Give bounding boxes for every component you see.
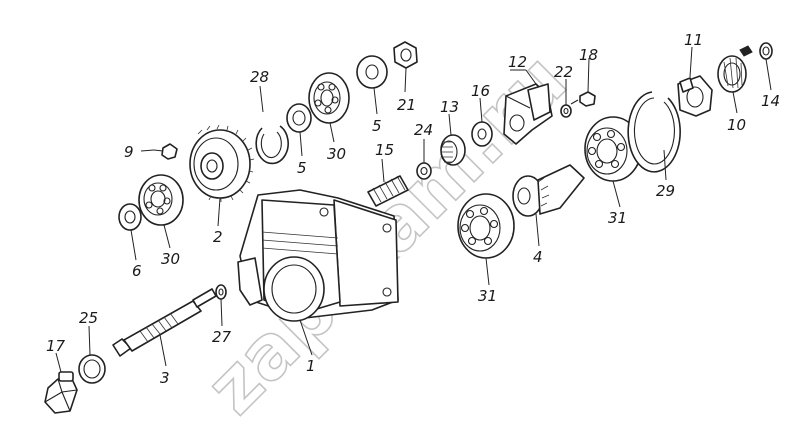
callout-30-lower: 30 xyxy=(161,250,180,268)
part-17-hex-plug xyxy=(44,371,78,414)
part-5-washer-lower xyxy=(286,103,312,133)
part-22-washer xyxy=(560,104,572,118)
callout-27: 27 xyxy=(212,328,232,346)
callout-15: 15 xyxy=(375,141,394,159)
part-21-nut xyxy=(393,41,418,69)
callout-12: 12 xyxy=(508,53,527,71)
part-6-washer xyxy=(118,203,142,231)
callout-5-upper: 5 xyxy=(372,117,382,135)
callout-13: 13 xyxy=(440,98,459,116)
callout-18: 18 xyxy=(579,46,598,64)
callout-30-upper: 30 xyxy=(327,145,346,163)
callout-10: 10 xyxy=(727,116,746,134)
callout-labels: 28 21 5 5 30 9 2 6 30 15 24 13 16 12 22 … xyxy=(46,31,780,387)
part-3-shaft xyxy=(112,288,217,357)
part-25-washer xyxy=(78,354,106,384)
part-29-snap-ring xyxy=(627,91,681,173)
callout-1: 1 xyxy=(306,357,316,375)
part-11-coupling xyxy=(677,75,713,117)
part-31-bearing-upper xyxy=(584,116,642,182)
part-27-ring xyxy=(215,284,227,300)
part-30-bearing-lower xyxy=(138,174,184,226)
callout-24: 24 xyxy=(414,121,433,139)
callout-11: 11 xyxy=(684,31,703,49)
callout-2: 2 xyxy=(213,228,223,246)
callout-28: 28 xyxy=(250,68,269,86)
callout-31-lower: 31 xyxy=(478,287,497,305)
part-24-washer xyxy=(416,162,432,180)
part-30-bearing-upper xyxy=(308,72,350,124)
leader-lines xyxy=(55,46,772,373)
part-10-cage xyxy=(717,45,753,93)
callout-21: 21 xyxy=(397,96,416,114)
part-16-washer xyxy=(471,121,493,147)
callout-25: 25 xyxy=(79,309,98,327)
part-12-lever xyxy=(503,83,553,145)
callout-29: 29 xyxy=(656,182,675,200)
callout-14: 14 xyxy=(761,92,780,110)
callout-31-upper: 31 xyxy=(608,209,627,227)
part-9-screw xyxy=(153,143,178,160)
part-28-snap-ring xyxy=(255,125,289,165)
callout-5-lower: 5 xyxy=(297,159,307,177)
callout-22: 22 xyxy=(554,63,573,81)
part-5-washer-upper xyxy=(356,55,388,89)
part-2-gear xyxy=(189,124,255,202)
callout-16: 16 xyxy=(471,82,490,100)
callout-17: 17 xyxy=(46,337,66,355)
part-13-bushing xyxy=(440,134,466,166)
part-1-housing xyxy=(237,189,399,322)
callout-4: 4 xyxy=(533,248,543,266)
part-15-spring xyxy=(367,175,409,207)
callout-6: 6 xyxy=(132,262,142,280)
callout-3: 3 xyxy=(160,369,170,387)
callout-9: 9 xyxy=(124,143,134,161)
part-31-bearing-lower xyxy=(457,193,515,259)
part-4-pinion-gear xyxy=(512,164,585,217)
part-14-ring xyxy=(759,42,773,60)
